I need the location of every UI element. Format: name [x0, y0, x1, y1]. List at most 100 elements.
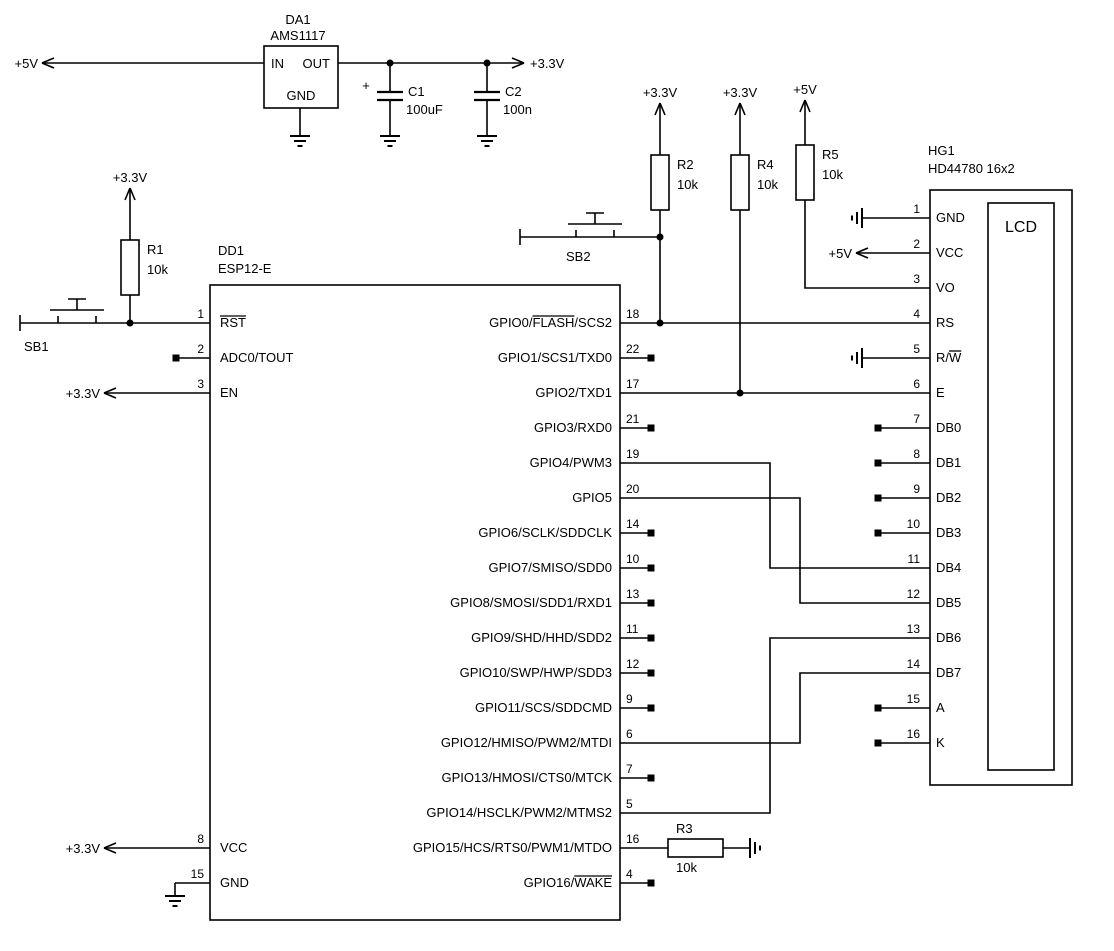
- wire: [620, 497, 930, 604]
- wire: [620, 462, 930, 569]
- rail-label-3v3: +3.3V: [530, 56, 565, 71]
- supply-arrow-icon: [129, 187, 136, 201]
- mcu-pin-number: 4: [626, 867, 633, 881]
- lcd-pin-name: DB5: [936, 595, 961, 610]
- mcu-pin-number: 12: [626, 657, 640, 671]
- r3-value: 10k: [676, 860, 697, 875]
- resistor-r1-body: [120, 239, 140, 296]
- supply-arrow-icon: [103, 387, 117, 394]
- pin-label-part: K: [936, 735, 945, 750]
- pin-label-part: GPIO11/SCS/SDDCMD: [475, 700, 612, 715]
- mcu-pin-number: 18: [626, 307, 640, 321]
- lcd-pin-name: VCC: [936, 245, 963, 260]
- pin-label-part: DB3: [936, 525, 961, 540]
- lcd-pin-name: DB1: [936, 455, 961, 470]
- mcu-pin-name: EN: [220, 385, 238, 400]
- pin-label-part: DB6: [936, 630, 961, 645]
- rail-label-5v: +5V: [15, 56, 39, 71]
- r4-ref: R4: [757, 157, 774, 172]
- lcd-pin-number: 10: [907, 517, 921, 531]
- mcu-pin-name: GPIO8/SMOSI/SDD1/RXD1: [450, 595, 612, 610]
- lcd-pin-number: 2: [913, 237, 920, 251]
- mcu-pin-number: 3: [197, 377, 204, 391]
- lcd-pin-number: 12: [907, 587, 921, 601]
- pin-label-part-overlined: FLASH: [533, 315, 575, 330]
- lcd-pin-name: GND: [936, 210, 965, 225]
- pin-label-part: GPIO10/SWP/HWP/SDD3: [460, 665, 612, 680]
- pin-label-part: GPIO16/: [524, 875, 575, 890]
- no-connect-square: [874, 459, 882, 467]
- c1-value: 100uF: [406, 102, 443, 117]
- no-connect-square: [647, 354, 655, 362]
- no-connect-square: [647, 564, 655, 572]
- r5-ref: R5: [822, 147, 839, 162]
- r1-ref: R1: [147, 242, 164, 257]
- lcd-pin-number: 16: [907, 727, 921, 741]
- mcu-pin-number: 10: [626, 552, 640, 566]
- lcd-part: HD44780 16x2: [928, 161, 1015, 176]
- mcu-pin-name: GPIO4/PWM3: [530, 455, 612, 470]
- pin-label-part: GPIO7/SMISO/SDD0: [488, 560, 612, 575]
- lcd-box: [929, 189, 1073, 786]
- mcu-pin-name: GPIO0/FLASH/SCS2: [489, 315, 612, 330]
- supply-arrow-icon: [855, 247, 869, 254]
- mcu-pin-name: GPIO12/HMISO/PWM2/MTDI: [441, 735, 612, 750]
- lcd-pin-number: 4: [913, 307, 920, 321]
- supply-arrow-icon: [124, 187, 131, 201]
- supply-arrow-icon: [41, 62, 55, 69]
- supply-arrow-icon: [855, 252, 869, 259]
- junction-dot: [736, 389, 744, 397]
- no-connect-square: [647, 599, 655, 607]
- mcu-pin-name: GPIO10/SWP/HWP/SDD3: [460, 665, 612, 680]
- lcd-pin-name: A: [936, 700, 945, 715]
- rail-label-3v3: +3.3V: [113, 170, 148, 185]
- supply-arrow-icon: [659, 102, 666, 116]
- junction-dot: [386, 59, 394, 67]
- pin-label-part-overlined: WAKE: [574, 875, 612, 890]
- pin-label-part: VCC: [936, 245, 963, 260]
- lcd-pin-number: 14: [907, 657, 921, 671]
- regulator-box: [263, 45, 339, 109]
- no-connect-square: [647, 424, 655, 432]
- mcu-pin-name: GPIO9/SHD/HHD/SDD2: [471, 630, 612, 645]
- r5-value: 10k: [822, 167, 843, 182]
- mcu-pin-name: GND: [220, 875, 249, 890]
- mcu-pin-name: GPIO1/SCS1/TXD0: [498, 350, 612, 365]
- supply-arrow-icon: [804, 99, 811, 113]
- pin-label-part-overlined: W: [949, 350, 962, 365]
- mcu-ref: DD1: [218, 243, 244, 258]
- pin-label-part: GPIO15/HCS/RTS0/PWM1/MTDO: [413, 840, 612, 855]
- mcu-pin-name: VCC: [220, 840, 247, 855]
- lcd-pin-name: DB2: [936, 490, 961, 505]
- supply-arrow-icon: [799, 99, 806, 113]
- lcd-pin-number: 7: [913, 412, 920, 426]
- mcu-pin-name: GPIO14/HSCLK/PWM2/MTMS2: [426, 805, 612, 820]
- mcu-pin-name: ADC0/TOUT: [220, 350, 293, 365]
- resistor-r5-body: [795, 144, 815, 201]
- c1-ref: C1: [408, 84, 425, 99]
- resistor-r4-body: [730, 154, 750, 211]
- lcd-pin-number: 8: [913, 447, 920, 461]
- junction-dot: [656, 319, 664, 327]
- c2-value: 100n: [503, 102, 532, 117]
- no-connect-square: [874, 704, 882, 712]
- lcd-pin-name: RS: [936, 315, 954, 330]
- lcd-pin-name: DB4: [936, 560, 961, 575]
- mcu-pin-number: 1: [197, 307, 204, 321]
- pin-label-part: DB5: [936, 595, 961, 610]
- mcu-pin-name: GPIO3/RXD0: [534, 420, 612, 435]
- mcu-pin-number: 13: [626, 587, 640, 601]
- regulator-pin-out: OUT: [303, 56, 331, 71]
- mcu-pin-number: 22: [626, 342, 640, 356]
- mcu-pin-number: 9: [626, 692, 633, 706]
- mcu-pin-name: GPIO6/SCLK/SDDCLK: [478, 525, 612, 540]
- junction-dot: [656, 233, 664, 241]
- sb1-label: SB1: [24, 339, 49, 354]
- pin-label-part: GPIO2/TXD1: [535, 385, 612, 400]
- mcu-pin-number: 2: [197, 342, 204, 356]
- pin-label-part: GPIO13/HMOSI/CTS0/MTCK: [442, 770, 613, 785]
- lcd-pin-number: 15: [907, 692, 921, 706]
- wire: [620, 637, 930, 814]
- r2-value: 10k: [677, 177, 698, 192]
- no-connect-square: [647, 704, 655, 712]
